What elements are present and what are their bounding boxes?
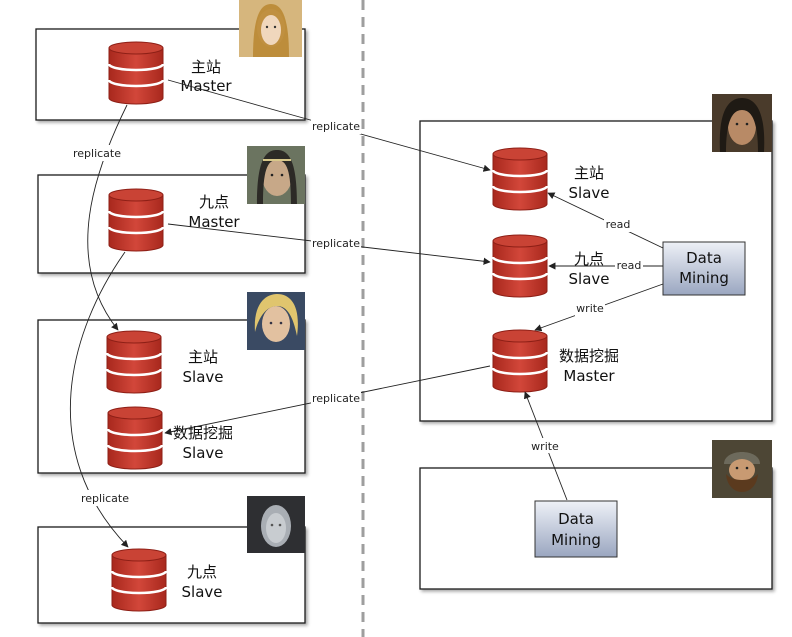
db-label-role: Slave <box>183 368 224 386</box>
edge-label-read: read <box>615 258 643 273</box>
db-shujuwajue-slave-left <box>106 406 164 470</box>
data-mining-label: Mining <box>551 531 601 549</box>
replicate-arrow <box>70 251 129 548</box>
db-shujuwajue-master <box>491 329 549 393</box>
svg-text:read: read <box>606 218 631 231</box>
data-mining-label: Data <box>686 249 722 267</box>
edge-label-write: write <box>575 301 605 316</box>
svg-text:replicate: replicate <box>81 492 129 505</box>
edge-label-replicate: replicate <box>80 490 130 506</box>
db-label-name: 主站 <box>574 164 604 182</box>
db-label-role: Master <box>188 213 240 231</box>
db-label-name: 九点 <box>187 563 217 581</box>
db-label-name: 九点 <box>199 193 229 211</box>
edge-label-write: write <box>530 438 560 453</box>
db-label-role: Slave <box>183 444 224 462</box>
db-label-name: 数据挖掘 <box>559 347 619 365</box>
dwarf-avatar <box>712 440 772 498</box>
db-label-name: 主站 <box>191 58 221 76</box>
ghostly-elf-avatar <box>247 496 305 553</box>
svg-text:replicate: replicate <box>312 392 360 405</box>
db-label-name: 数据挖掘 <box>173 424 233 442</box>
svg-text:replicate: replicate <box>312 120 360 133</box>
svg-text:replicate: replicate <box>73 147 121 160</box>
data-mining-label: Data <box>558 510 594 528</box>
edge-label-replicate: replicate <box>311 235 361 251</box>
elf-lord-avatar <box>247 146 305 204</box>
replicate-arrow <box>87 104 128 331</box>
svg-text:write: write <box>576 302 604 315</box>
svg-text:replicate: replicate <box>312 237 360 250</box>
db-zhuzhan-slave-left <box>105 330 163 394</box>
db-zhuzhan-master <box>107 41 165 105</box>
elf-queen-avatar <box>239 0 302 57</box>
data-mining-box-client: Data Mining <box>534 500 618 558</box>
db-label-role: Master <box>563 367 615 385</box>
data-mining-label: Mining <box>679 269 729 287</box>
db-label-role: Slave <box>569 184 610 202</box>
edge-label-replicate: replicate <box>311 118 361 134</box>
db-label-role: Master <box>180 77 232 95</box>
replicate-arrow <box>167 79 491 172</box>
ranger-avatar <box>712 94 772 152</box>
db-jiudian-master <box>107 188 165 252</box>
db-label-name: 主站 <box>188 348 218 366</box>
data-mining-box-cluster: Data Mining <box>662 241 746 296</box>
db-zhuzhan-slave-right <box>491 147 549 211</box>
edge-label-replicate: replicate <box>311 390 361 406</box>
db-label-name: 九点 <box>574 250 604 268</box>
db-jiudian-slave-left <box>110 548 168 612</box>
edge-label-replicate: replicate <box>72 145 122 161</box>
svg-text:read: read <box>617 259 642 272</box>
blond-warrior-avatar <box>247 292 305 350</box>
edge-label-read: read <box>604 217 632 232</box>
db-label-role: Slave <box>182 583 223 601</box>
svg-text:write: write <box>531 440 559 453</box>
db-jiudian-slave-right <box>491 234 549 298</box>
db-label-role: Slave <box>569 270 610 288</box>
